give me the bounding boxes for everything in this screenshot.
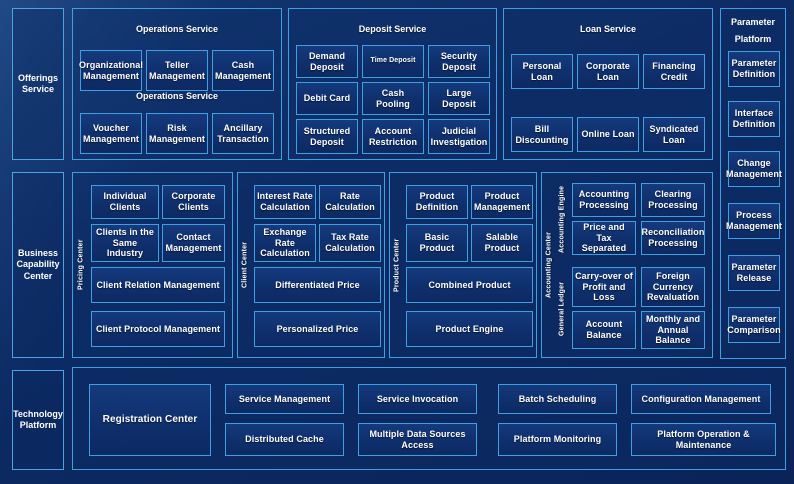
group-loan-service[interactable]: Loan Service Personal Loan Corporate Loa… xyxy=(503,8,713,160)
tile-contact-management[interactable]: Contact Management xyxy=(162,224,225,262)
tile-demand-deposit[interactable]: Demand Deposit xyxy=(296,45,358,78)
tile-account-balance[interactable]: Account Balance xyxy=(572,311,636,349)
tile-individual-clients[interactable]: Individual Clients xyxy=(91,185,159,219)
tile-clearing-processing[interactable]: Clearing Processing xyxy=(641,183,705,217)
tile-time-deposit[interactable]: Time Deposit xyxy=(362,45,424,78)
rail-business-capability-center[interactable]: Business Capability Center xyxy=(12,172,64,358)
tile-corporate-clients[interactable]: Corporate Clients xyxy=(162,185,225,219)
tile-tax-rate-calculation[interactable]: Tax Rate Calculation xyxy=(319,224,381,262)
tile-registration-center[interactable]: Registration Center xyxy=(89,384,211,456)
tile-price-and-tax-separated[interactable]: Price and Tax Separated xyxy=(572,221,636,255)
group-operations-service[interactable]: Operations Service Organizational Manage… xyxy=(72,8,282,160)
rail-offerings-service-label: Offerings Service xyxy=(17,72,58,94)
group-client-center[interactable]: Client Center Interest Rate Calculation … xyxy=(237,172,385,358)
tile-personal-loan[interactable]: Personal Loan xyxy=(511,54,573,89)
tile-platform-operation-and-maintenance[interactable]: Platform Operation & Maintenance xyxy=(631,423,776,456)
tile-corporate-loan[interactable]: Corporate Loan xyxy=(577,54,639,89)
tile-bill-discounting[interactable]: Bill Discounting xyxy=(511,117,573,152)
tile-product-engine[interactable]: Product Engine xyxy=(406,311,533,347)
tile-accounting-processing[interactable]: Accounting Processing xyxy=(572,183,636,217)
tile-product-management[interactable]: Product Management xyxy=(471,185,533,219)
tile-differentiated-price[interactable]: Differentiated Price xyxy=(254,267,381,303)
tile-reconciliation-processing[interactable]: Reconciliation Processing xyxy=(641,221,705,255)
tile-parameter-comparison[interactable]: Parameter Comparison xyxy=(727,307,781,343)
tile-platform-monitoring[interactable]: Platform Monitoring xyxy=(498,423,617,456)
group-operations-service-subtitle: Operations Service xyxy=(135,91,219,101)
group-accounting-center-vlabel: Accounting Center xyxy=(545,232,553,299)
tile-personalized-price[interactable]: Personalized Price xyxy=(254,311,381,347)
tile-exchange-rate-calculation[interactable]: Exchange Rate Calculation xyxy=(254,224,316,262)
tile-cash-pooling[interactable]: Cash Pooling xyxy=(362,82,424,115)
tile-financing-credit[interactable]: Financing Credit xyxy=(643,54,705,89)
tile-combined-product[interactable]: Combined Product xyxy=(406,267,533,303)
group-product-center[interactable]: Product Center Product Definition Produc… xyxy=(389,172,537,358)
tile-change-management[interactable]: Change Management xyxy=(726,151,782,187)
group-pricing-center[interactable]: Pricing Center Individual Clients Corpor… xyxy=(72,172,233,358)
tile-security-deposit[interactable]: Security Deposit xyxy=(428,45,490,78)
tile-product-definition[interactable]: Product Definition xyxy=(406,185,468,219)
tile-client-relation-management[interactable]: Client Relation Management xyxy=(91,267,225,303)
group-deposit-service[interactable]: Deposit Service Demand Deposit Time Depo… xyxy=(288,8,497,160)
tile-interest-rate-calculation[interactable]: Interest Rate Calculation xyxy=(254,185,316,219)
tile-online-loan[interactable]: Online Loan xyxy=(577,117,639,152)
tile-service-invocation[interactable]: Service Invocation xyxy=(358,384,477,414)
group-deposit-service-title: Deposit Service xyxy=(358,24,427,34)
tile-judicial-investigation[interactable]: Judicial Investigation xyxy=(428,119,490,154)
tile-teller-management[interactable]: Teller Management xyxy=(146,50,208,91)
tile-client-protocol-management[interactable]: Client Protocol Management xyxy=(91,311,225,347)
group-product-center-vlabel: Product Center xyxy=(393,238,401,292)
rail-offerings-service[interactable]: Offerings Service xyxy=(12,8,64,160)
group-operations-service-title: Operations Service xyxy=(135,24,219,34)
group-client-center-vlabel: Client Center xyxy=(241,241,249,289)
tile-debit-card[interactable]: Debit Card xyxy=(296,82,358,115)
tile-voucher-management[interactable]: Voucher Management xyxy=(80,113,142,154)
group-loan-service-title: Loan Service xyxy=(579,24,637,34)
tile-process-management[interactable]: Process Management xyxy=(726,203,782,239)
panel-parameter-platform-title-line1: Parameter xyxy=(730,17,776,27)
group-technology-platform[interactable]: Registration Center Service Management D… xyxy=(72,367,786,470)
tile-clients-in-the-same-industry[interactable]: Clients in the Same Industry xyxy=(91,224,159,262)
tile-multiple-data-sources-access[interactable]: Multiple Data Sources Access xyxy=(358,423,477,456)
tile-structured-deposit[interactable]: Structured Deposit xyxy=(296,119,358,154)
group-pricing-center-vlabel: Pricing Center xyxy=(77,239,85,291)
group-accounting-engine-vlabel: Accounting Engine xyxy=(558,185,566,253)
panel-parameter-platform[interactable]: Parameter Platform Parameter Definition … xyxy=(720,8,786,359)
tile-account-restriction[interactable]: Account Restriction xyxy=(362,119,424,154)
tile-salable-product[interactable]: Salable Product xyxy=(471,224,533,262)
tile-syndicated-loan[interactable]: Syndicated Loan xyxy=(643,117,705,152)
tile-interface-definition[interactable]: Interface Definition xyxy=(728,101,780,137)
tile-batch-scheduling[interactable]: Batch Scheduling xyxy=(498,384,617,414)
tile-basic-product[interactable]: Basic Product xyxy=(406,224,468,262)
tile-ancillary-transaction[interactable]: Ancillary Transaction xyxy=(212,113,274,154)
group-general-ledger-vlabel: General Ledger xyxy=(558,281,566,337)
tile-organizational-management[interactable]: Organizational Management xyxy=(79,50,143,91)
tile-risk-management[interactable]: Risk Management xyxy=(146,113,208,154)
tile-carry-over-of-profit-and-loss[interactable]: Carry-over of Profit and Loss xyxy=(572,267,636,307)
tile-foreign-currency-revaluation[interactable]: Foreign Currency Revaluation xyxy=(641,267,705,307)
tile-parameter-release[interactable]: Parameter Release xyxy=(728,255,780,291)
rail-business-capability-center-label: Business Capability Center xyxy=(16,248,60,281)
tile-monthly-and-annual-balance[interactable]: Monthly and Annual Balance xyxy=(641,311,705,349)
tile-parameter-definition[interactable]: Parameter Definition xyxy=(728,51,780,87)
tile-rate-calculation[interactable]: Rate Calculation xyxy=(319,185,381,219)
rail-technology-platform-label: Technology Platform xyxy=(13,408,63,430)
tile-configuration-management[interactable]: Configuration Management xyxy=(631,384,771,414)
tile-service-management[interactable]: Service Management xyxy=(225,384,344,414)
tile-cash-management[interactable]: Cash Management xyxy=(212,50,274,91)
tile-distributed-cache[interactable]: Distributed Cache xyxy=(225,423,344,456)
tile-large-deposit[interactable]: Large Deposit xyxy=(428,82,490,115)
panel-parameter-platform-title-line2: Platform xyxy=(734,34,772,44)
group-accounting-center[interactable]: Accounting Center Accounting Engine Gene… xyxy=(541,172,713,358)
rail-technology-platform[interactable]: Technology Platform xyxy=(12,370,64,470)
